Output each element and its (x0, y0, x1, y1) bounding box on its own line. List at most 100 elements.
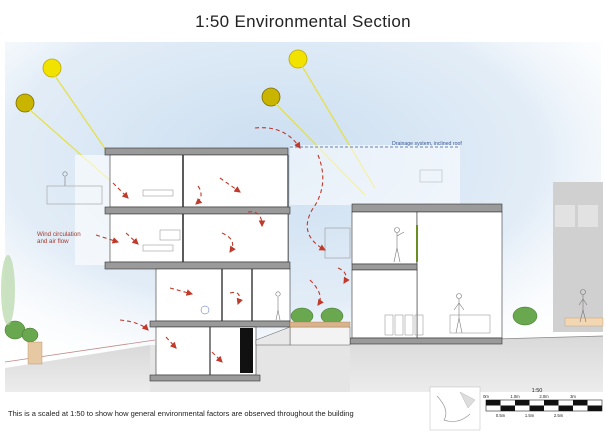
ground-right (350, 336, 603, 392)
cabinet (394, 314, 404, 336)
wind-arrow (247, 211, 266, 228)
hedge (21, 327, 39, 343)
middle-floor (109, 213, 289, 263)
wind-annotation-line2: and air flow (37, 238, 69, 245)
planter (27, 341, 43, 365)
hedges (4, 306, 538, 343)
ground (5, 345, 150, 392)
scale-seg (500, 405, 515, 411)
scale-tick-bottom: 0.5m (496, 413, 506, 418)
wind-arrow (169, 287, 194, 296)
courtyard-floor (289, 326, 351, 346)
person-body (453, 299, 465, 334)
ramp (255, 326, 291, 346)
hedge (512, 306, 538, 326)
cabinet (414, 314, 424, 336)
planter (564, 317, 604, 327)
wind-arrows (95, 127, 350, 363)
wind-arrow (119, 319, 149, 331)
wind-arrow (229, 291, 243, 306)
ghost-balcony (46, 185, 103, 205)
bed (142, 244, 174, 252)
wind-arrow (125, 232, 139, 245)
scale-label: 1:50 (532, 388, 543, 394)
ghost-window (419, 169, 443, 183)
scale-tick-bottom: 2.5m (554, 413, 564, 418)
sofa (159, 229, 181, 241)
ground-floor (155, 268, 291, 322)
key-map-site (459, 391, 476, 409)
floor-slab (149, 320, 291, 328)
tree-left (1, 255, 15, 325)
sun-2 (288, 49, 308, 69)
floor-slab (104, 206, 291, 215)
neighbour-window (578, 205, 598, 227)
scale-seg (515, 400, 530, 406)
sun-4 (261, 87, 281, 107)
drawing-title: 1:50 Environmental Section (195, 12, 411, 31)
counter (449, 314, 491, 334)
wind-annotation-line1: Wind circulation (37, 231, 81, 238)
roof-slab (104, 147, 289, 156)
wind-arrow (112, 182, 129, 199)
floor-slab (104, 261, 291, 270)
person-head (580, 289, 586, 295)
key-map (429, 386, 481, 431)
person-body (578, 295, 588, 323)
sun-group-dark (15, 87, 281, 113)
right-wing-slab (351, 263, 418, 271)
wind-arrow (306, 154, 326, 251)
wind-arrow (221, 232, 236, 253)
neighbour-building (553, 182, 603, 332)
planter (289, 321, 351, 328)
scale-seg (573, 400, 588, 406)
scale-seg (558, 405, 573, 411)
ghost-block-left (75, 155, 110, 265)
right-wing-upper (351, 211, 418, 265)
scale-tick-bottom: 1.5m (525, 413, 535, 418)
person-head (456, 293, 462, 299)
furniture (142, 189, 491, 336)
hedge (290, 307, 314, 325)
scale-tick-top: 0m (483, 394, 489, 399)
drawing-caption: This is a scaled at 1:50 to show how gen… (8, 409, 354, 418)
wind-arrow (165, 336, 177, 349)
stair-frame (324, 227, 351, 259)
basement-floor (155, 326, 257, 376)
person-head (275, 291, 281, 297)
person-body (393, 231, 405, 263)
scale-seg (529, 405, 544, 411)
lift-shaft (240, 328, 253, 373)
hedge (320, 307, 344, 325)
people (62, 171, 588, 334)
cabinet (404, 314, 414, 336)
key-map-site (436, 395, 471, 422)
scale-seg (587, 405, 602, 411)
basement-slab (149, 374, 261, 382)
scale-tick-top: 3m (570, 394, 576, 399)
scale-seg (544, 400, 559, 406)
bed (142, 189, 174, 197)
wind-arrow (95, 234, 120, 244)
scale-tick-top: 2.0m (539, 394, 549, 399)
upper-floor (109, 154, 289, 208)
ground-slab-right (349, 337, 503, 345)
cabinet (384, 314, 394, 336)
ghost-block (290, 145, 460, 205)
scale-seg (486, 400, 501, 406)
sun-3 (15, 93, 35, 113)
neighbour-window (555, 205, 575, 227)
wheel (200, 305, 210, 315)
scale-bar: 1:50 0m 1.0m 2.0m 3m 0.5m 1.5m 2.5m (483, 388, 603, 418)
scale-tick-top: 1.0m (510, 394, 520, 399)
person-head (394, 227, 400, 233)
sun-group (42, 49, 308, 78)
drainage-annotation: Drainage system, inclined roof (392, 141, 462, 147)
building-section (104, 147, 503, 382)
wind-arrow (195, 185, 203, 205)
right-wing-lower (351, 269, 418, 339)
wind-arrow (211, 351, 223, 363)
wind-arrow (337, 267, 350, 284)
